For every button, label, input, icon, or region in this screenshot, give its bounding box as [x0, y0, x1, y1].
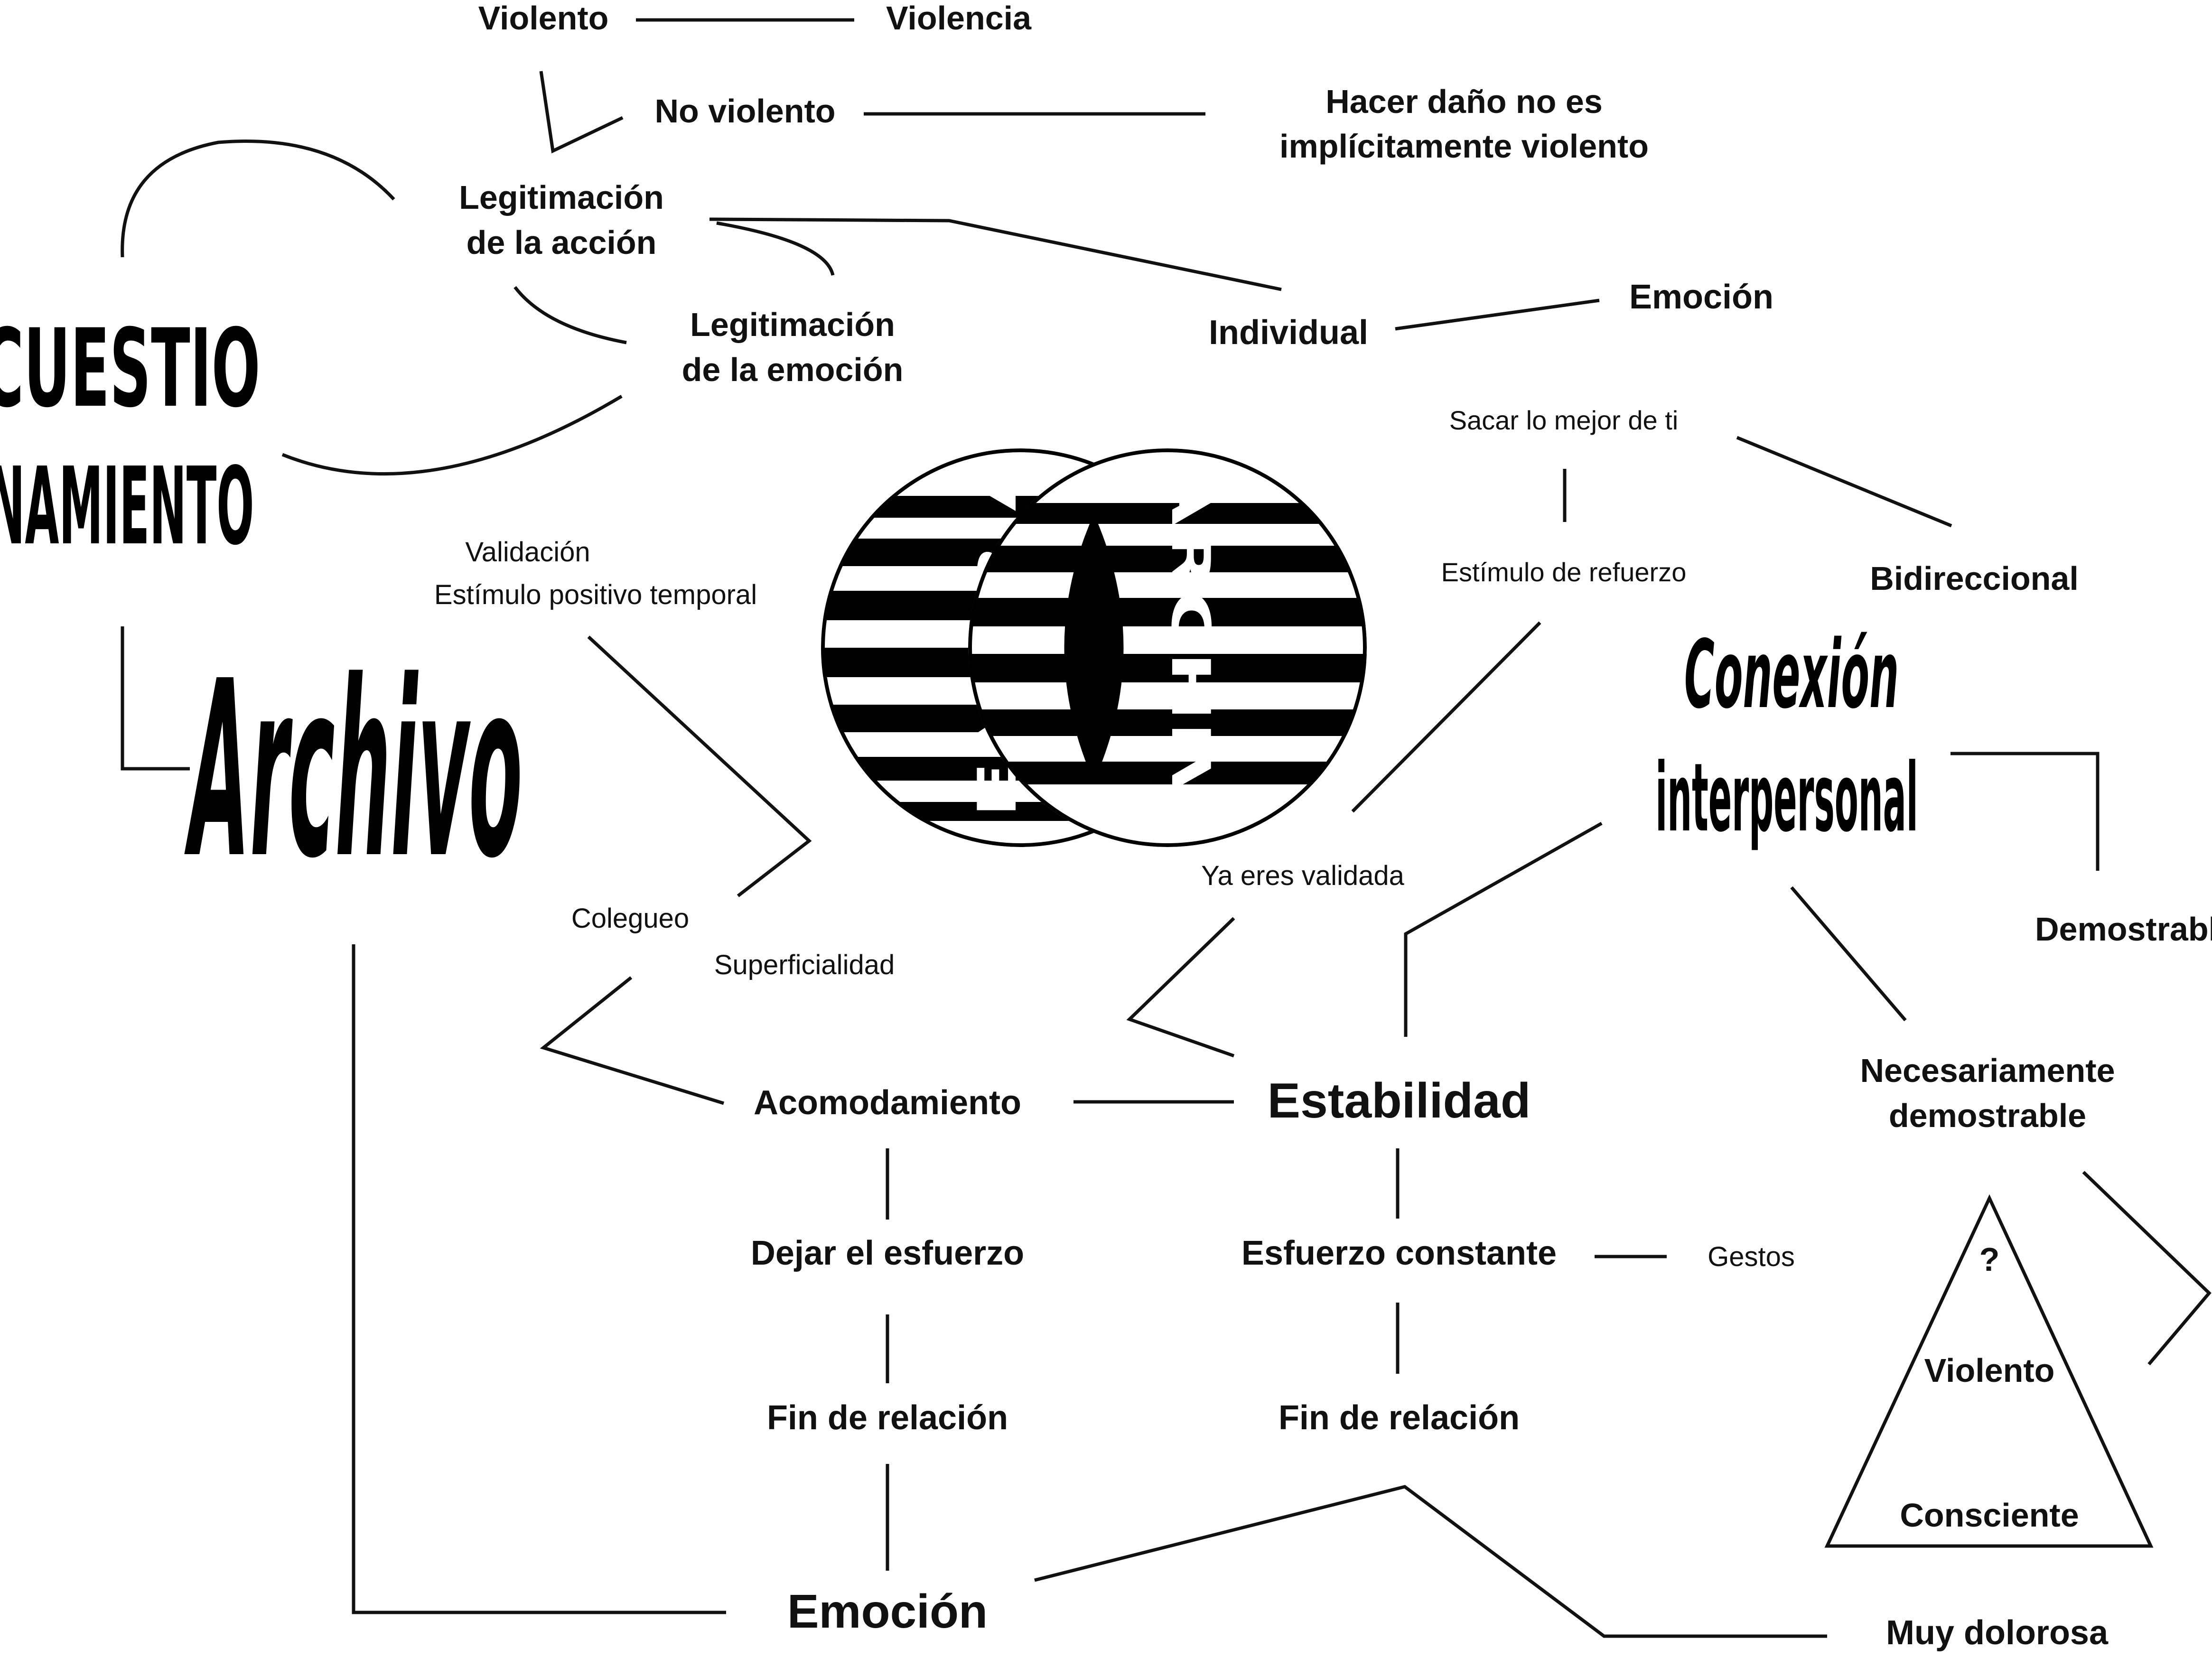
link-emocion-dolorosa: [1034, 1485, 1827, 1638]
cuestionamiento-word-1: CUESTIO: [0, 306, 261, 431]
node-hacer-dano-line-2: implícitamente violento: [1279, 128, 1649, 165]
node-necesariamente-line-2: demostrable: [1889, 1097, 2086, 1134]
node-hacer-dano-line-1: Hacer daño no es: [1325, 83, 1603, 120]
triangle-violento: Violento: [1924, 1352, 2055, 1389]
cuestionamiento-word-2: NAMIENTO: [0, 444, 254, 569]
node-demostrable: Demostrable: [2035, 911, 2212, 948]
link-validacion-colegueo: [587, 635, 812, 897]
link-conexion-necesariamente: [1790, 886, 1907, 1022]
text-nodes: Violento Violencia No violento Hacer dañ…: [434, 0, 2212, 1652]
node-ya-eres-validada: Ya eres validada: [1201, 860, 1404, 891]
link-violento-noviolento: [539, 71, 624, 154]
triangle-consciente: Consciente: [1900, 1497, 2079, 1534]
node-sacar-lo-mejor: Sacar lo mejor de ti: [1449, 405, 1678, 435]
node-muy-dolorosa: Muy dolorosa: [1886, 1614, 2109, 1652]
node-fin-relacion-left: Fin de relación: [767, 1399, 1008, 1437]
node-validacion: Validación: [465, 537, 590, 568]
archivo-sphere-text: ARCHIVO: [1159, 461, 1222, 886]
node-violencia: Violencia: [886, 0, 1032, 37]
node-legitimacion-accion-line-1: Legitimación: [459, 179, 664, 216]
link-archivo-emocion: [352, 944, 726, 1614]
node-emocion-bottom: Emoción: [787, 1585, 988, 1638]
node-emocion-top: Emoción: [1629, 278, 1773, 316]
spheres-intersection: [1064, 514, 1124, 782]
link-sacar-bidireccional: [1736, 436, 1952, 528]
archivo-heading: Archivo: [183, 629, 523, 912]
conexion-word: Conexión: [1684, 620, 1899, 729]
node-legitimacion-emocion-line-1: Legitimación: [690, 306, 895, 343]
node-acomodamiento: Acomodamiento: [754, 1084, 1021, 1122]
node-bidireccional: Bidireccional: [1870, 560, 2079, 597]
node-individual: Individual: [1209, 314, 1368, 352]
connector-lines: [121, 18, 2212, 1638]
link-validada-estabilidad: [1126, 917, 1235, 1058]
link-accion-emocion-curve: [716, 221, 835, 276]
archivo-sphere: ARCHIVO: [968, 448, 1367, 886]
link-individual-emocion: [1395, 298, 1600, 331]
node-estabilidad: Estabilidad: [1268, 1073, 1531, 1128]
node-estimulo-refuerzo: Estímulo de refuerzo: [1441, 557, 1687, 587]
interpersonal-word: interpersonal: [1655, 744, 1918, 853]
link-necesariamente-zigzag: [2082, 1171, 2212, 1366]
node-estimulo-positivo: Estímulo positivo temporal: [434, 579, 757, 610]
node-dejar-esfuerzo: Dejar el esfuerzo: [751, 1234, 1024, 1272]
node-esfuerzo-constante: Esfuerzo constante: [1241, 1234, 1557, 1272]
node-legitimacion-accion-line-2: de la acción: [467, 224, 657, 261]
link-accion-individual: [709, 217, 1282, 291]
node-violento: Violento: [478, 0, 609, 37]
triangle-question-mark: ?: [1979, 1241, 2000, 1278]
conexion-interpersonal-heading: Conexión interpersonal: [1655, 620, 1918, 853]
link-accion-emocion-left: [513, 286, 627, 345]
triangle-shape: [1824, 1194, 2154, 1548]
arc-cuestionamiento-top: [121, 140, 395, 258]
cuestionamiento-heading: CUESTIO NAMIENTO: [0, 306, 261, 568]
node-gestos: Gestos: [1708, 1241, 1795, 1272]
link-superficialidad-acomodamiento: [540, 976, 725, 1105]
node-legitimacion-emocion-line-2: de la emoción: [682, 351, 904, 388]
link-refuerzo-validada: [1351, 621, 1541, 813]
node-no-violento: No violento: [654, 93, 835, 130]
node-necesariamente-line-1: Necesariamente: [1860, 1052, 2115, 1089]
link-cuestionamiento-archivo: [121, 626, 190, 771]
link-conexion-estabilidad: [1404, 821, 1603, 1037]
link-conexion-demostrable: [1951, 752, 2100, 871]
node-superficialidad: Superficialidad: [714, 950, 895, 980]
node-fin-relacion-right: Fin de relación: [1279, 1399, 1520, 1437]
arc-cuestionamiento-bottom: [281, 394, 623, 476]
memoria-archivo-spheres: MEMORIA ARCHIVO: [821, 448, 1367, 886]
node-colegueo: Colegueo: [571, 903, 689, 934]
